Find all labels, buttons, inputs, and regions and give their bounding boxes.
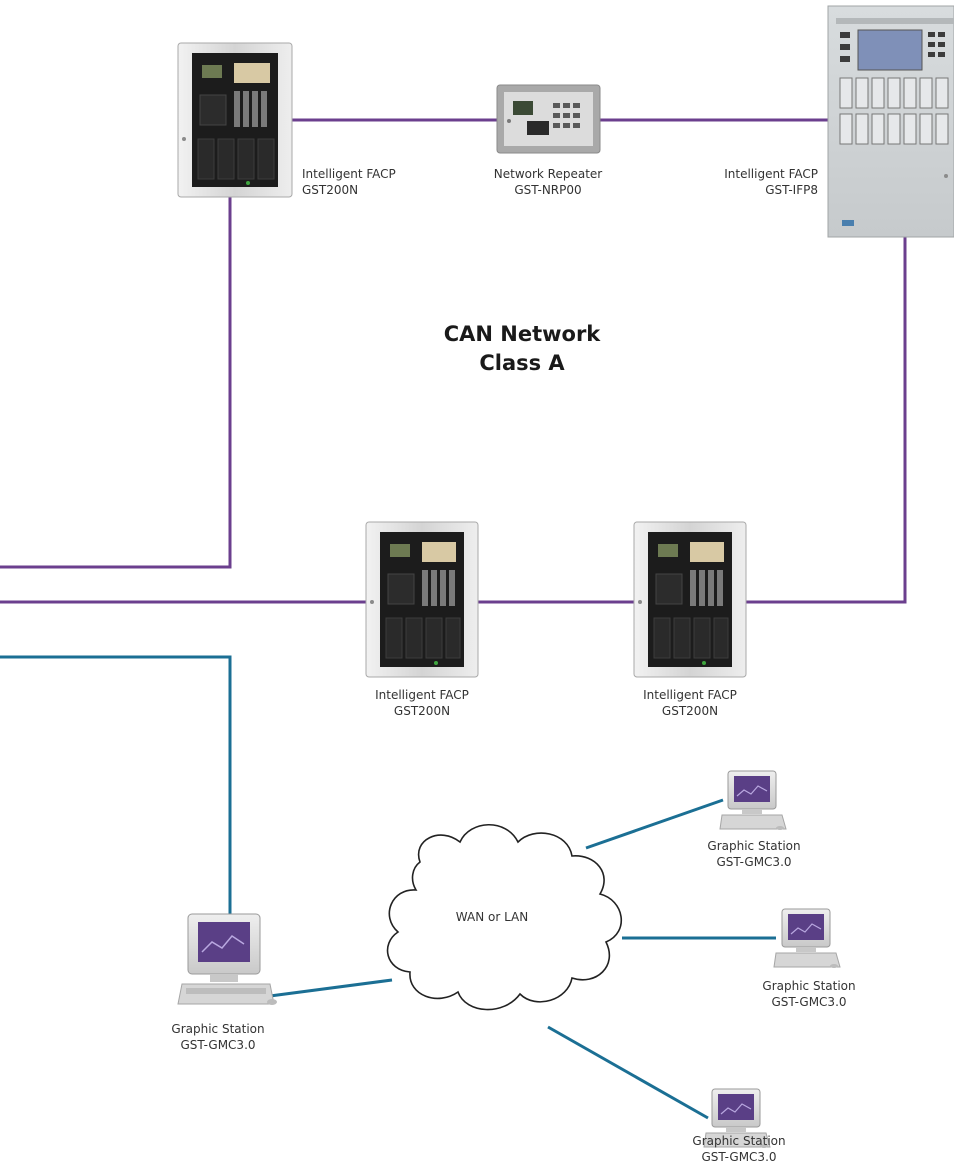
can-line-mid-right-to-top-right <box>746 237 907 604</box>
station-bottom-label-line2: GST-GMC3.0 <box>701 1150 777 1164</box>
station-left-label: Graphic Station GST-GMC3.0 <box>171 1021 264 1053</box>
can-line-top-left-down-loop <box>0 197 232 569</box>
facp-top-right-label-line1: Intelligent FACP <box>724 167 818 181</box>
station-mid-right-label: Graphic Station GST-GMC3.0 <box>762 978 855 1010</box>
lan-line-cloud-to-station-bottom <box>547 1025 709 1120</box>
facp-top-left-label-line1: Intelligent FACP <box>302 167 396 181</box>
lan-line-left-feed <box>0 655 232 915</box>
facp-top-right-label-line2: GST-IFP8 <box>765 183 818 197</box>
lan-line-station-left-to-cloud <box>269 978 393 998</box>
station-mid-right-label-line2: GST-GMC3.0 <box>771 995 847 1009</box>
network-repeater-device <box>496 84 601 154</box>
facp-top-right-cabinet <box>827 5 954 238</box>
facp-mid-right-label-line1: Intelligent FACP <box>643 688 737 702</box>
repeater-label: Network Repeater GST-NRP00 <box>494 166 602 198</box>
facp-mid-left-label: Intelligent FACP GST200N <box>375 687 469 719</box>
facp-top-left-label-line2: GST200N <box>302 183 359 197</box>
lan-network-lines <box>0 655 776 1120</box>
repeater-label-line2: GST-NRP00 <box>514 183 582 197</box>
station-mid-right-label-line1: Graphic Station <box>762 979 856 993</box>
station-bottom-label-line1: Graphic Station <box>692 1134 786 1148</box>
facp-top-left-cabinet <box>177 42 293 198</box>
station-top-right-label-line2: GST-GMC3.0 <box>716 855 792 869</box>
facp-mid-left-label-line1: Intelligent FACP <box>375 688 469 702</box>
facp-mid-left-cabinet <box>365 521 479 678</box>
facp-mid-right-label: Intelligent FACP GST200N <box>643 687 737 719</box>
lan-line-cloud-to-station-top-right <box>585 798 724 850</box>
wan-lan-cloud-icon <box>386 823 622 1011</box>
repeater-label-line1: Network Repeater <box>493 167 603 181</box>
can-network-lines <box>0 118 907 604</box>
facp-top-left-label: Intelligent FACP GST200N <box>302 166 396 198</box>
station-bottom-label: Graphic Station GST-GMC3.0 <box>692 1133 785 1165</box>
facp-mid-left-label-line2: GST200N <box>393 704 451 718</box>
graphic-station-mid-right-computer-icon <box>773 908 841 968</box>
graphic-station-bottom-computer-icon <box>703 1088 771 1148</box>
network-title-line1: CAN Network <box>443 322 601 346</box>
facp-mid-right-label-line2: GST200N <box>661 704 719 718</box>
network-title: CAN Network Class A <box>444 320 601 378</box>
facp-top-right-label: Intelligent FACP GST-IFP8 <box>724 166 818 198</box>
graphic-station-top-right-computer-icon <box>719 770 787 830</box>
station-left-label-line2: GST-GMC3.0 <box>180 1038 256 1052</box>
cloud-label: WAN or LAN <box>455 910 529 924</box>
station-top-right-label-line1: Graphic Station <box>707 839 801 853</box>
station-top-right-label: Graphic Station GST-GMC3.0 <box>707 838 800 870</box>
station-left-label-line1: Graphic Station <box>171 1022 265 1036</box>
facp-mid-right-cabinet <box>633 521 747 678</box>
network-title-line2: Class A <box>479 351 565 375</box>
graphic-station-left-computer-icon <box>177 913 277 1005</box>
